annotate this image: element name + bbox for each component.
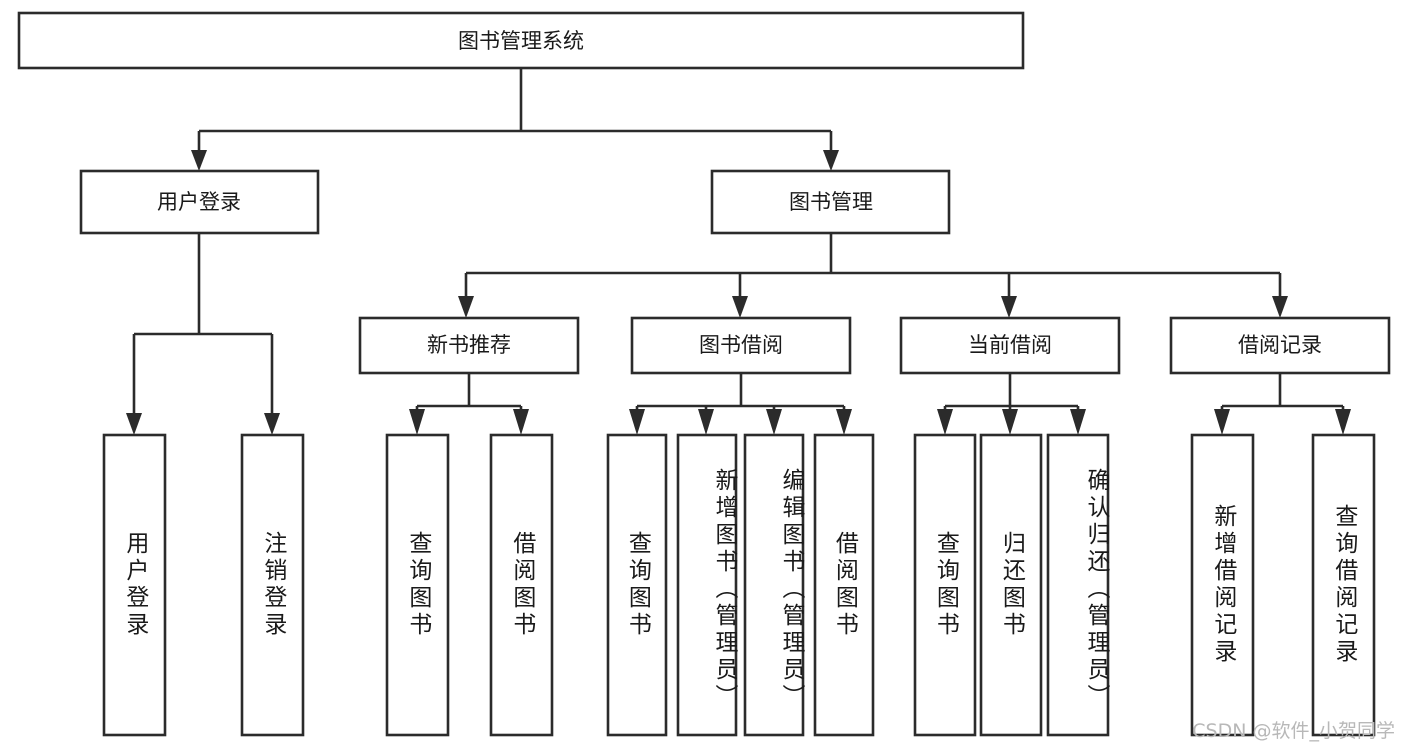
current-borrow-label: 当前借阅 — [968, 333, 1052, 357]
connector-user-login-to-leaves — [126, 233, 280, 435]
node-borrow-record[interactable]: 借阅记录 — [1169, 316, 1391, 375]
arrow-to-leaf-bb-3 — [766, 409, 782, 435]
book-manage-box[interactable] — [710, 169, 951, 235]
leaf-box-cb-2[interactable] — [979, 433, 1043, 737]
arrow-to-new-book-recommend — [458, 296, 474, 318]
arrow-to-leaf-nbr-2 — [513, 409, 529, 435]
arrow-to-book-manage — [823, 150, 839, 171]
leaf-box-br-1[interactable] — [1190, 433, 1255, 737]
node-user-login[interactable]: 用户登录 — [79, 169, 320, 235]
leaf-box-user-login-1[interactable] — [102, 433, 167, 737]
new-book-recommend-box[interactable] — [358, 316, 580, 375]
arrow-to-leaf-cb-2 — [1002, 409, 1018, 435]
leaf-box-bb-1[interactable] — [606, 433, 668, 737]
node-book-borrow[interactable]: 图书借阅 — [630, 316, 852, 375]
borrow-record-label: 借阅记录 — [1238, 333, 1322, 357]
user-login-label: 用户登录 — [157, 190, 241, 214]
root-label: 图书管理系统 — [458, 29, 584, 53]
new-book-recommend-label: 新书推荐 — [427, 333, 511, 357]
book-borrow-box[interactable] — [630, 316, 852, 375]
leaf-box-cb-3[interactable] — [1046, 433, 1110, 737]
arrow-to-leaf-cb-1 — [937, 409, 953, 435]
connector-borrow-record-to-leaves — [1214, 373, 1351, 435]
borrow-record-box[interactable] — [1169, 316, 1391, 375]
arrow-to-leaf-logout — [264, 413, 280, 435]
watermark-text: CSDN @软件_小贺同学 — [1192, 720, 1395, 742]
arrow-to-leaf-user-login — [126, 413, 142, 435]
leaf-box-bb-3[interactable] — [743, 433, 805, 737]
arrow-to-user-login — [191, 150, 207, 171]
connector-book-borrow-to-leaves — [629, 373, 852, 435]
arrow-to-leaf-bb-4 — [836, 409, 852, 435]
leaf-box-bb-2[interactable] — [676, 433, 738, 737]
arrow-to-leaf-cb-3 — [1070, 409, 1086, 435]
arrow-to-leaf-br-1 — [1214, 409, 1230, 435]
leaf-box-cb-1[interactable] — [913, 433, 977, 737]
arrow-to-borrow-record — [1272, 296, 1288, 318]
book-manage-label: 图书管理 — [789, 190, 873, 214]
leaf-box-bb-4[interactable] — [813, 433, 875, 737]
connector-new-book-recommend-to-leaves — [409, 373, 529, 435]
arrow-to-current-borrow — [1001, 296, 1017, 318]
leaf-box-nbr-2[interactable] — [489, 433, 554, 737]
node-new-book-recommend[interactable]: 新书推荐 — [358, 316, 580, 375]
book-borrow-label: 图书借阅 — [699, 333, 783, 357]
node-book-manage[interactable]: 图书管理 — [710, 169, 951, 235]
arrow-to-book-borrow — [732, 296, 748, 318]
root-box[interactable] — [17, 11, 1025, 70]
current-borrow-box[interactable] — [899, 316, 1121, 375]
leaf-box-br-2[interactable] — [1311, 433, 1376, 737]
arrow-to-leaf-bb-1 — [629, 409, 645, 435]
arrow-to-leaf-br-2 — [1335, 409, 1351, 435]
arrow-to-leaf-nbr-1 — [409, 409, 425, 435]
connector-current-borrow-to-leaves — [937, 373, 1086, 435]
connector-book-manage-to-level3 — [458, 233, 1288, 318]
node-root-system[interactable]: 图书管理系统 — [17, 11, 1025, 70]
leaf-box-nbr-1[interactable] — [385, 433, 450, 737]
leaf-box-user-login-2[interactable] — [240, 433, 305, 737]
connector-root-to-level2 — [191, 68, 839, 171]
arrow-to-leaf-bb-2 — [698, 409, 714, 435]
node-current-borrow[interactable]: 当前借阅 — [899, 316, 1121, 375]
